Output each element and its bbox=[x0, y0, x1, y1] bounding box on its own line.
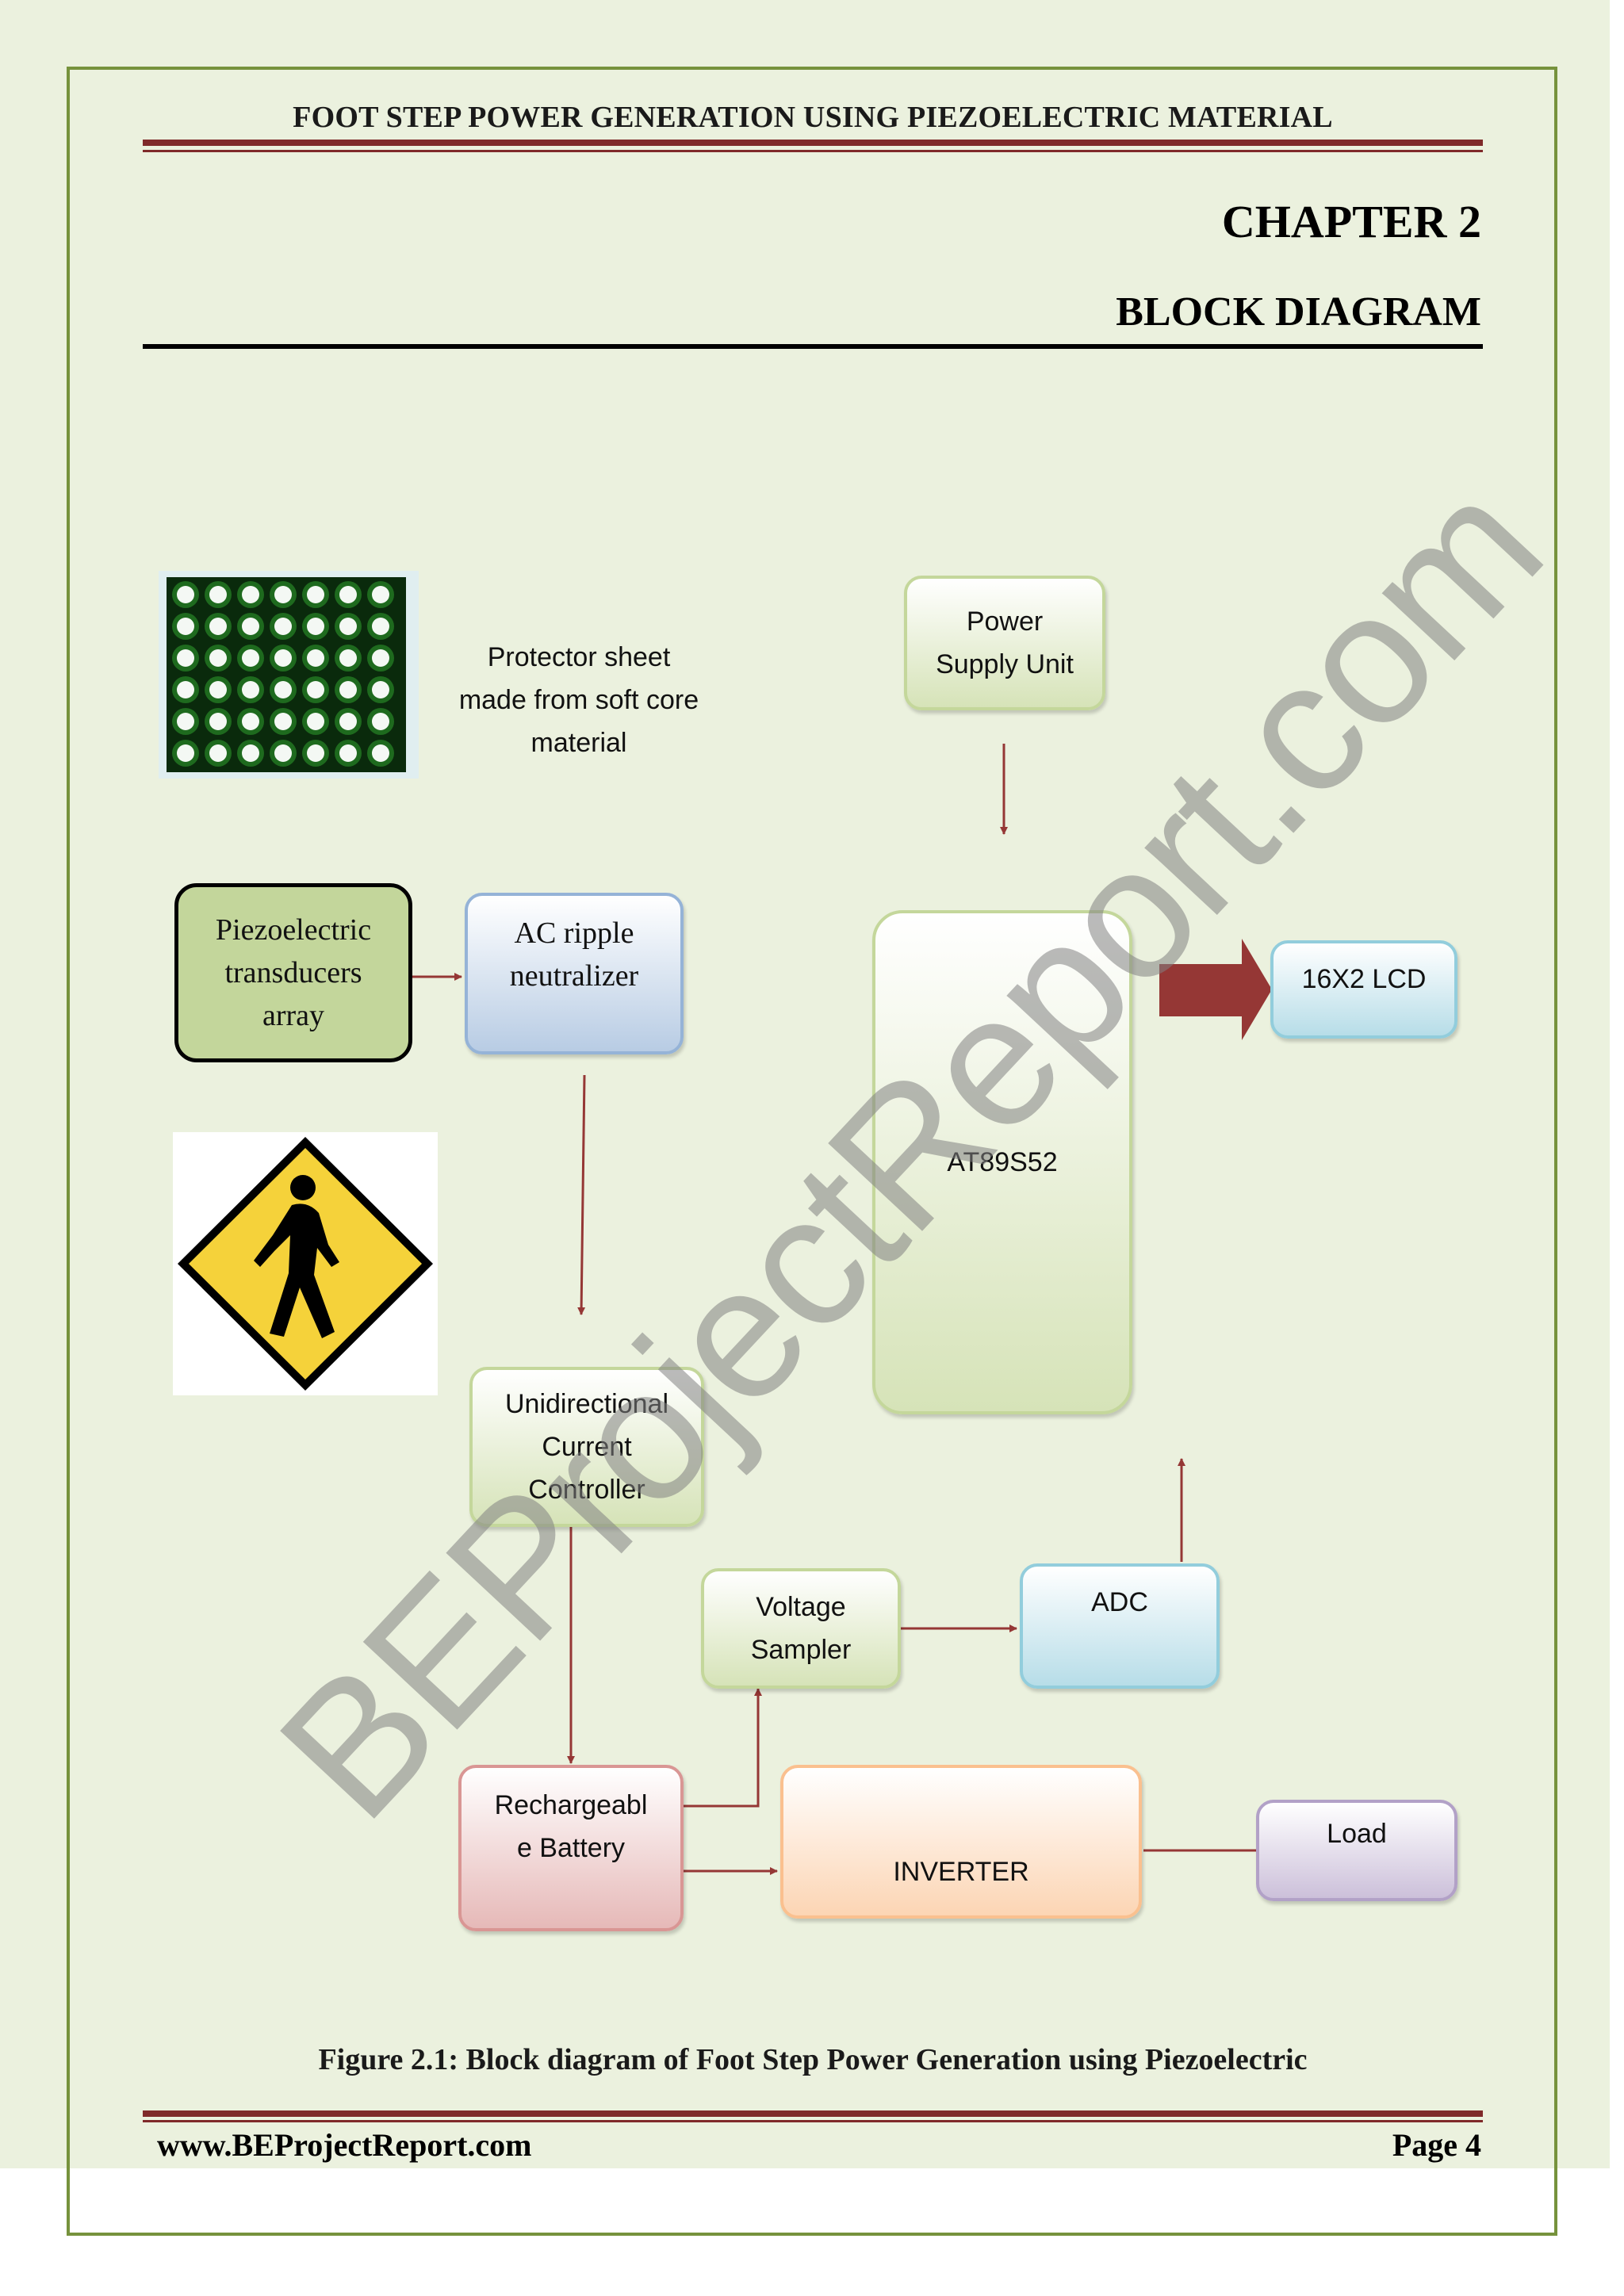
inverter-block: INVERTER bbox=[780, 1765, 1142, 1919]
mat-hole bbox=[177, 681, 194, 698]
mat-hole bbox=[177, 586, 194, 603]
arrow-ac-to-controller bbox=[577, 1074, 586, 1315]
block-label-line: AC ripple bbox=[514, 916, 634, 950]
pedestrian-icon bbox=[254, 1175, 339, 1338]
mat-hole bbox=[372, 649, 389, 667]
mat-hole bbox=[209, 586, 227, 603]
block-label-line: Rechargeabl bbox=[494, 1790, 648, 1820]
mat-hole bbox=[242, 713, 259, 730]
header-title: FOOT STEP POWER GENERATION USING PIEZOEL… bbox=[293, 101, 1333, 134]
protector-text-line: Protector sheet bbox=[487, 642, 671, 672]
mat-hole bbox=[372, 586, 389, 603]
block-label-line: Piezoelectric bbox=[215, 913, 372, 947]
figure-caption: Figure 2.1: Block diagram of Foot Step P… bbox=[318, 2043, 1308, 2076]
mat-hole bbox=[242, 681, 259, 698]
adc-label: ADC bbox=[1091, 1587, 1148, 1617]
voltage-sampler-block: Voltage Sampler bbox=[701, 1568, 901, 1689]
load-label: Load bbox=[1327, 1819, 1387, 1849]
block-label-line: Supply Unit bbox=[936, 649, 1074, 679]
section-rule bbox=[143, 344, 1483, 349]
block-label-line: array bbox=[262, 999, 325, 1032]
mat-hole bbox=[307, 681, 324, 698]
protector-text-line: made from soft core bbox=[458, 685, 699, 715]
mat-hole bbox=[209, 649, 227, 667]
lcd-block: 16X2 LCD bbox=[1270, 940, 1457, 1039]
mat-hole bbox=[274, 649, 292, 667]
mat-hole bbox=[372, 618, 389, 635]
footer-page-number: Page 4 bbox=[1392, 2127, 1481, 2163]
mat-hole bbox=[339, 713, 357, 730]
mat-hole bbox=[339, 618, 357, 635]
protector-sheet-image bbox=[159, 571, 419, 779]
mat-hole bbox=[209, 713, 227, 730]
footer-rule-thick bbox=[143, 2110, 1483, 2117]
piezo-array-block: Piezoelectric transducers array bbox=[174, 883, 412, 1062]
block-label-line: e Battery bbox=[516, 1833, 626, 1863]
mat-hole bbox=[177, 649, 194, 667]
mat-hole bbox=[177, 713, 194, 730]
load-block: Load bbox=[1256, 1800, 1457, 1901]
pedestrian-sign-image bbox=[173, 1132, 438, 1395]
block-label-line: Current bbox=[542, 1432, 632, 1462]
mat-hole bbox=[177, 744, 194, 762]
mat-hole bbox=[339, 586, 357, 603]
mat-hole bbox=[177, 618, 194, 635]
mat-hole bbox=[274, 744, 292, 762]
mcu-block: AT89S52 bbox=[872, 910, 1132, 1414]
mat-hole bbox=[209, 681, 227, 698]
mat-hole bbox=[339, 681, 357, 698]
mat-hole bbox=[274, 586, 292, 603]
footer-rule-thin bbox=[143, 2120, 1483, 2122]
mat-hole bbox=[307, 744, 324, 762]
chapter-label: CHAPTER 2 bbox=[1221, 196, 1481, 247]
arrow-battery-to-sampler bbox=[684, 1688, 762, 1808]
header-rule-thick bbox=[143, 140, 1483, 146]
mat-hole bbox=[242, 744, 259, 762]
block-label-line: Power bbox=[966, 607, 1044, 637]
mcu-label: AT89S52 bbox=[947, 1147, 1058, 1177]
block-label-line: Controller bbox=[528, 1475, 645, 1505]
mat-hole bbox=[242, 649, 259, 667]
block-label-line: Voltage bbox=[756, 1592, 846, 1622]
block-label-line: Sampler bbox=[750, 1635, 852, 1665]
mat-hole bbox=[339, 649, 357, 667]
lcd-label: 16X2 LCD bbox=[1301, 964, 1427, 994]
mat-hole bbox=[242, 618, 259, 635]
section-title: BLOCK DIAGRAM bbox=[1116, 289, 1481, 335]
mat-hole bbox=[307, 713, 324, 730]
adc-block: ADC bbox=[1020, 1563, 1220, 1689]
inverter-label: INVERTER bbox=[893, 1857, 1029, 1887]
mat-hole bbox=[242, 586, 259, 603]
protector-text-line: material bbox=[530, 728, 627, 758]
block-label-line: Unidirectional bbox=[505, 1389, 668, 1419]
mat-hole bbox=[307, 618, 324, 635]
mat-hole bbox=[274, 681, 292, 698]
current-controller-block: Unidirectional Current Controller bbox=[469, 1367, 704, 1527]
mat-hole bbox=[274, 618, 292, 635]
power-supply-block: Power Supply Unit bbox=[904, 576, 1105, 710]
mat-hole bbox=[339, 744, 357, 762]
protector-sheet-label: Protector sheet made from soft core mate… bbox=[435, 636, 723, 764]
page-border bbox=[67, 67, 1557, 2236]
mat-hole bbox=[307, 649, 324, 667]
mat-hole bbox=[372, 744, 389, 762]
header-rule-thin bbox=[143, 150, 1483, 152]
mat-hole bbox=[372, 713, 389, 730]
block-label-line: neutralizer bbox=[509, 959, 639, 993]
ac-ripple-neutralizer-block: AC ripple neutralizer bbox=[465, 893, 684, 1054]
arrow-mcu-to-lcd bbox=[1159, 939, 1272, 1040]
battery-block: Rechargeabl e Battery bbox=[458, 1765, 684, 1931]
mat-hole bbox=[307, 586, 324, 603]
mat-hole bbox=[209, 618, 227, 635]
mat-hole bbox=[274, 713, 292, 730]
footer-website-link[interactable]: www.BEProjectReport.com bbox=[157, 2127, 532, 2163]
mat-hole bbox=[209, 744, 227, 762]
mat-hole bbox=[372, 681, 389, 698]
block-label-line: transducers bbox=[224, 956, 362, 989]
